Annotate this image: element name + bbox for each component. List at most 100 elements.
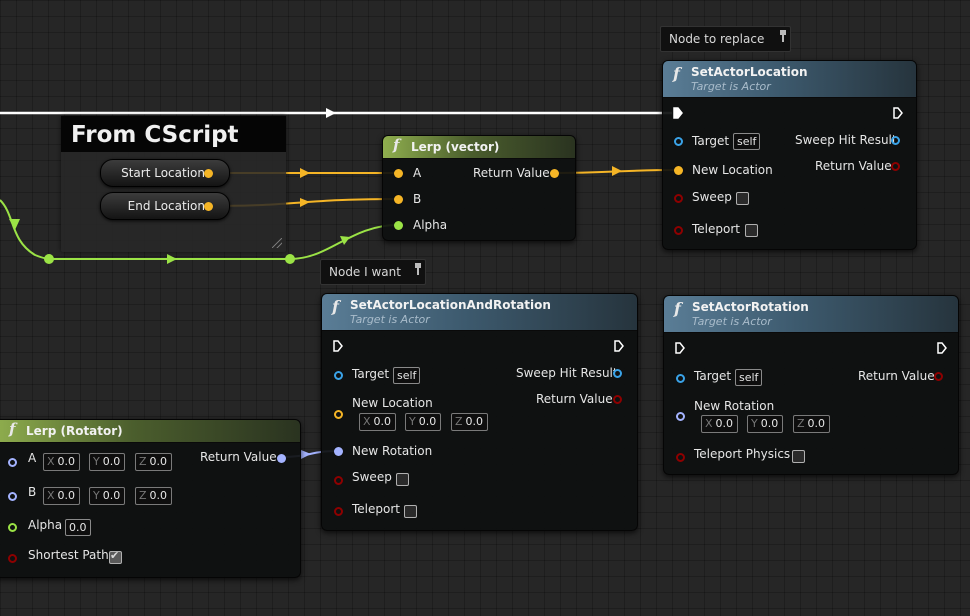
target-self-field[interactable]: self xyxy=(735,369,763,386)
node-title: SetActorRotation xyxy=(692,300,809,314)
pin-label: Target xyxy=(694,369,732,383)
reroute-knot[interactable] xyxy=(285,254,295,264)
wire-arrow xyxy=(300,168,310,178)
sweep-hit-result-pin-icon[interactable] xyxy=(891,136,900,145)
pin-icon[interactable] xyxy=(780,30,787,42)
function-icon: f xyxy=(9,420,16,438)
node-i-want-tag: Node I want xyxy=(320,259,426,285)
target-self-field[interactable]: self xyxy=(733,133,761,150)
node-title: Lerp (Rotator) xyxy=(26,424,123,438)
new-location-pin-icon[interactable] xyxy=(674,166,683,175)
pin-label: Teleport xyxy=(692,222,740,236)
shortest-path-pin-icon[interactable] xyxy=(8,554,17,563)
sweep-hit-result-pin-icon[interactable] xyxy=(613,369,622,378)
new-location-pin-icon[interactable] xyxy=(334,410,343,419)
wire-arrow xyxy=(300,198,310,207)
input-a-pin-icon[interactable] xyxy=(394,169,403,178)
node-subtitle: Target is Actor xyxy=(350,313,430,326)
lerp-vector-node[interactable]: f Lerp (vector) A Return Value B Alpha xyxy=(382,135,576,241)
node-header: f Lerp (vector) xyxy=(383,136,575,159)
target-self-field[interactable]: self xyxy=(393,367,421,384)
node-subtitle: Target is Actor xyxy=(691,80,771,93)
exec-in-pin-icon[interactable] xyxy=(333,340,343,352)
node-header: f SetActorLocation Target is Actor xyxy=(663,61,916,98)
end-location-variable[interactable]: End Location xyxy=(100,192,230,220)
pin-label: B xyxy=(413,192,422,206)
vector-pin-icon[interactable] xyxy=(204,202,213,211)
set-actor-location-and-rotation-node[interactable]: f SetActorLocationAndRotation Target is … xyxy=(321,293,638,531)
teleport-pin-icon[interactable] xyxy=(334,507,343,516)
pin-label: Alpha xyxy=(28,518,63,532)
return-value-pin-icon[interactable] xyxy=(550,169,559,178)
node-header: f Lerp (Rotator) xyxy=(0,420,300,443)
resize-handle-icon[interactable] xyxy=(272,238,282,248)
exec-in-pin-icon[interactable] xyxy=(673,107,683,119)
return-value-pin-icon[interactable] xyxy=(934,372,943,381)
wire-arrow xyxy=(612,166,622,176)
reroute-knot[interactable] xyxy=(44,254,54,264)
target-pin-icon[interactable] xyxy=(674,137,683,146)
set-actor-rotation-node[interactable]: f SetActorRotation Target is Actor Targe… xyxy=(663,295,959,475)
pin-label: Return Value xyxy=(858,369,935,383)
sweep-pin-icon[interactable] xyxy=(674,194,683,203)
node-title: Lerp (vector) xyxy=(411,140,500,154)
node-header: f SetActorRotation Target is Actor xyxy=(664,296,958,333)
pin-label: B xyxy=(28,485,37,499)
exec-out-pin-icon[interactable] xyxy=(614,340,624,352)
return-value-pin-icon[interactable] xyxy=(613,395,622,404)
pin-label: New Location xyxy=(692,163,773,177)
return-value-pin-icon[interactable] xyxy=(891,162,900,171)
input-b-pin-icon[interactable] xyxy=(394,195,403,204)
set-actor-location-node[interactable]: f SetActorLocation Target is Actor Targe… xyxy=(662,60,917,250)
teleport-pin-icon[interactable] xyxy=(674,226,683,235)
vector-pin-icon[interactable] xyxy=(204,169,213,178)
wire-arrow xyxy=(9,219,20,230)
teleport-physics-pin-icon[interactable] xyxy=(676,453,685,462)
wire-arrow xyxy=(167,254,177,264)
teleport-physics-checkbox[interactable] xyxy=(792,450,805,463)
pin-label: A xyxy=(28,451,37,465)
exec-out-pin-icon[interactable] xyxy=(893,107,903,119)
function-icon: f xyxy=(673,64,680,83)
pin-icon[interactable] xyxy=(414,263,421,275)
comment-title: From CScript xyxy=(61,116,286,152)
exec-in-pin-icon[interactable] xyxy=(675,342,685,354)
exec-wire-arrow xyxy=(326,108,336,118)
node-header: f SetActorLocationAndRotation Target is … xyxy=(322,294,637,331)
sweep-pin-icon[interactable] xyxy=(334,476,343,485)
teleport-checkbox[interactable] xyxy=(404,505,417,518)
alpha-pin-icon[interactable] xyxy=(8,523,17,532)
sweep-checkbox[interactable] xyxy=(736,192,749,205)
alpha-field[interactable]: 0.0 xyxy=(65,519,91,536)
target-pin-icon[interactable] xyxy=(676,374,685,383)
pin-label: Shortest Path xyxy=(28,548,109,562)
input-a-pin-icon[interactable] xyxy=(8,458,17,467)
pin-label: Target xyxy=(692,134,730,148)
input-b-pin-icon[interactable] xyxy=(8,492,17,501)
teleport-checkbox[interactable] xyxy=(745,224,758,237)
start-location-variable[interactable]: Start Location xyxy=(100,159,230,187)
pin-label: Teleport Physics xyxy=(694,447,791,461)
pin-label: Return Value xyxy=(200,450,277,464)
shortest-path-checkbox[interactable] xyxy=(109,549,122,564)
target-pin-icon[interactable] xyxy=(334,371,343,380)
exec-out-pin-icon[interactable] xyxy=(937,342,947,354)
new-rotation-pin-icon[interactable] xyxy=(676,412,685,421)
sweep-checkbox[interactable] xyxy=(396,473,409,486)
return-value-pin-icon[interactable] xyxy=(277,454,286,463)
new-rotation-pin-icon[interactable] xyxy=(334,447,343,456)
alpha-pin-icon[interactable] xyxy=(394,221,403,230)
